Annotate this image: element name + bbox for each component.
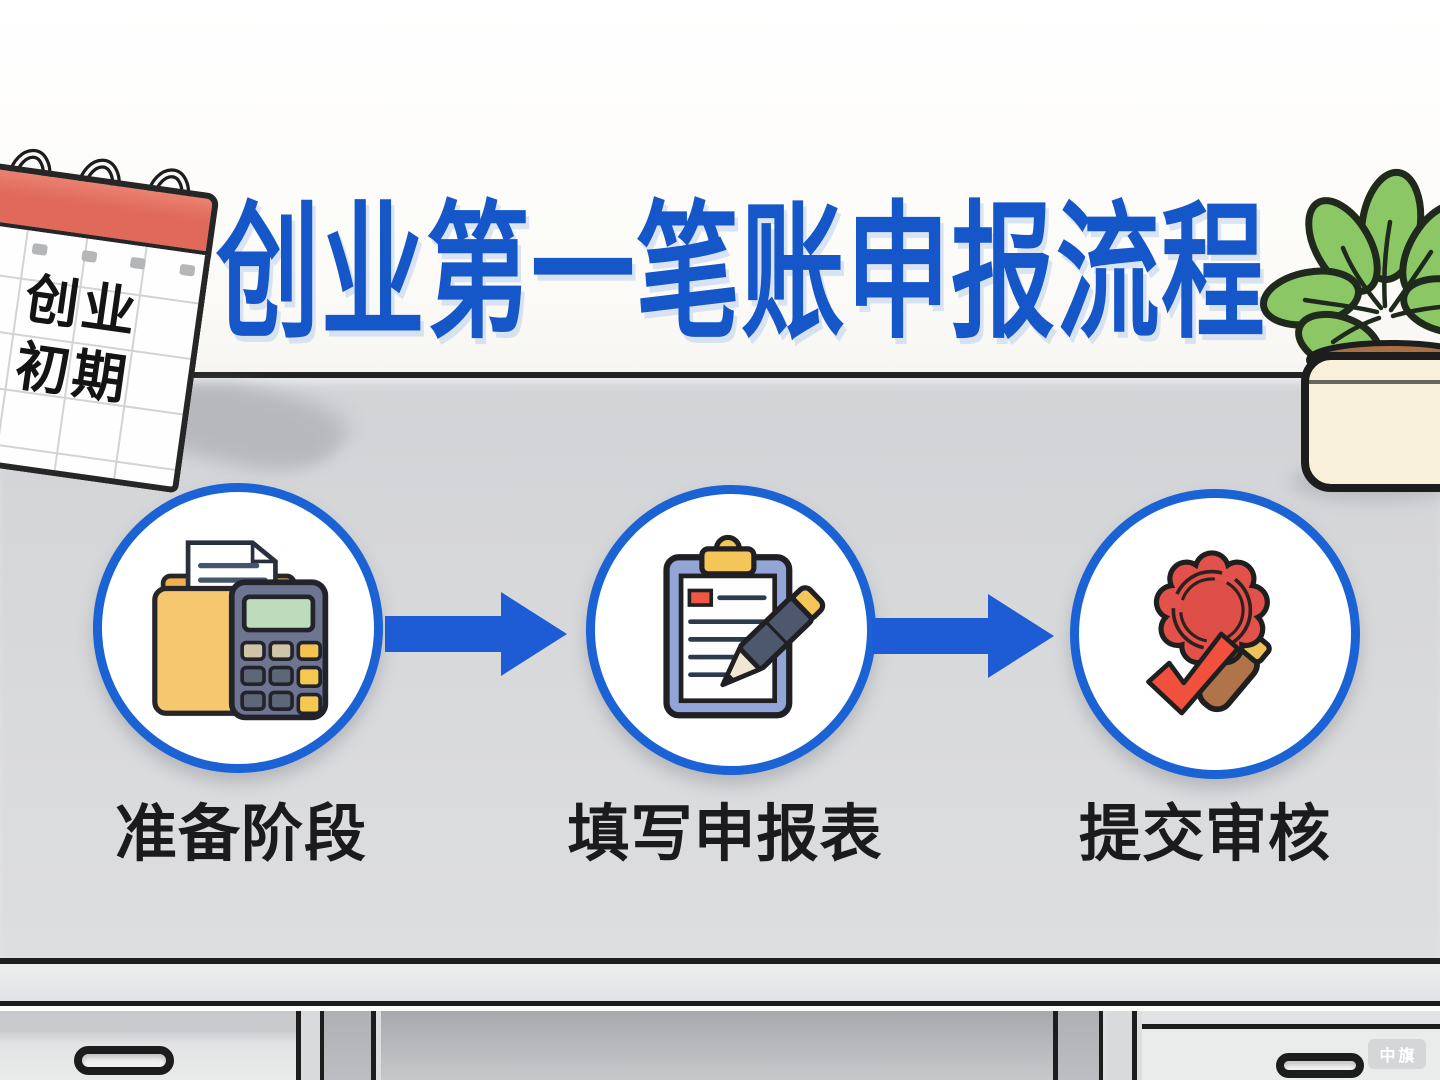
left-drawer-handle — [74, 1046, 174, 1075]
right-drawer-handle — [1276, 1053, 1364, 1078]
step-label-preparation: 准备阶段 — [114, 800, 367, 869]
step-circle-fill-form — [586, 485, 876, 775]
right-cabinet-inset — [1053, 1011, 1103, 1080]
step-label-fill-form: 填写申报表 — [567, 800, 883, 869]
left-cabinet-inset — [324, 1011, 376, 1080]
watermark-badge: 中旗 — [1368, 1039, 1426, 1069]
desk-kneehole — [381, 1011, 1053, 1080]
right-drawer-rail — [1142, 1011, 1440, 1029]
folder-calculator-icon — [152, 540, 329, 721]
seal-magnifier-check-icon — [1146, 550, 1272, 716]
right-arrow-icon — [385, 592, 567, 676]
right-cabinet-side — [1107, 1011, 1137, 1080]
left-cabinet-side — [296, 1011, 324, 1080]
page-title: 创业第一笔账申报流程 — [216, 191, 1266, 356]
wall-background — [0, 0, 1440, 378]
desk-front-edge — [0, 958, 1440, 1006]
right-arrow-icon — [872, 594, 1054, 678]
step-circle-submit-review — [1070, 489, 1360, 779]
step-label-submit-review: 提交审核 — [1078, 800, 1331, 869]
clipboard-pen-icon — [663, 534, 826, 719]
calendar: 创业 初期 — [0, 149, 220, 494]
desk-drawer-area — [0, 1011, 1440, 1080]
potted-plant-icon — [1260, 168, 1440, 492]
step-circle-preparation — [93, 483, 383, 773]
watermark-text: 中旗 — [1379, 1048, 1418, 1065]
